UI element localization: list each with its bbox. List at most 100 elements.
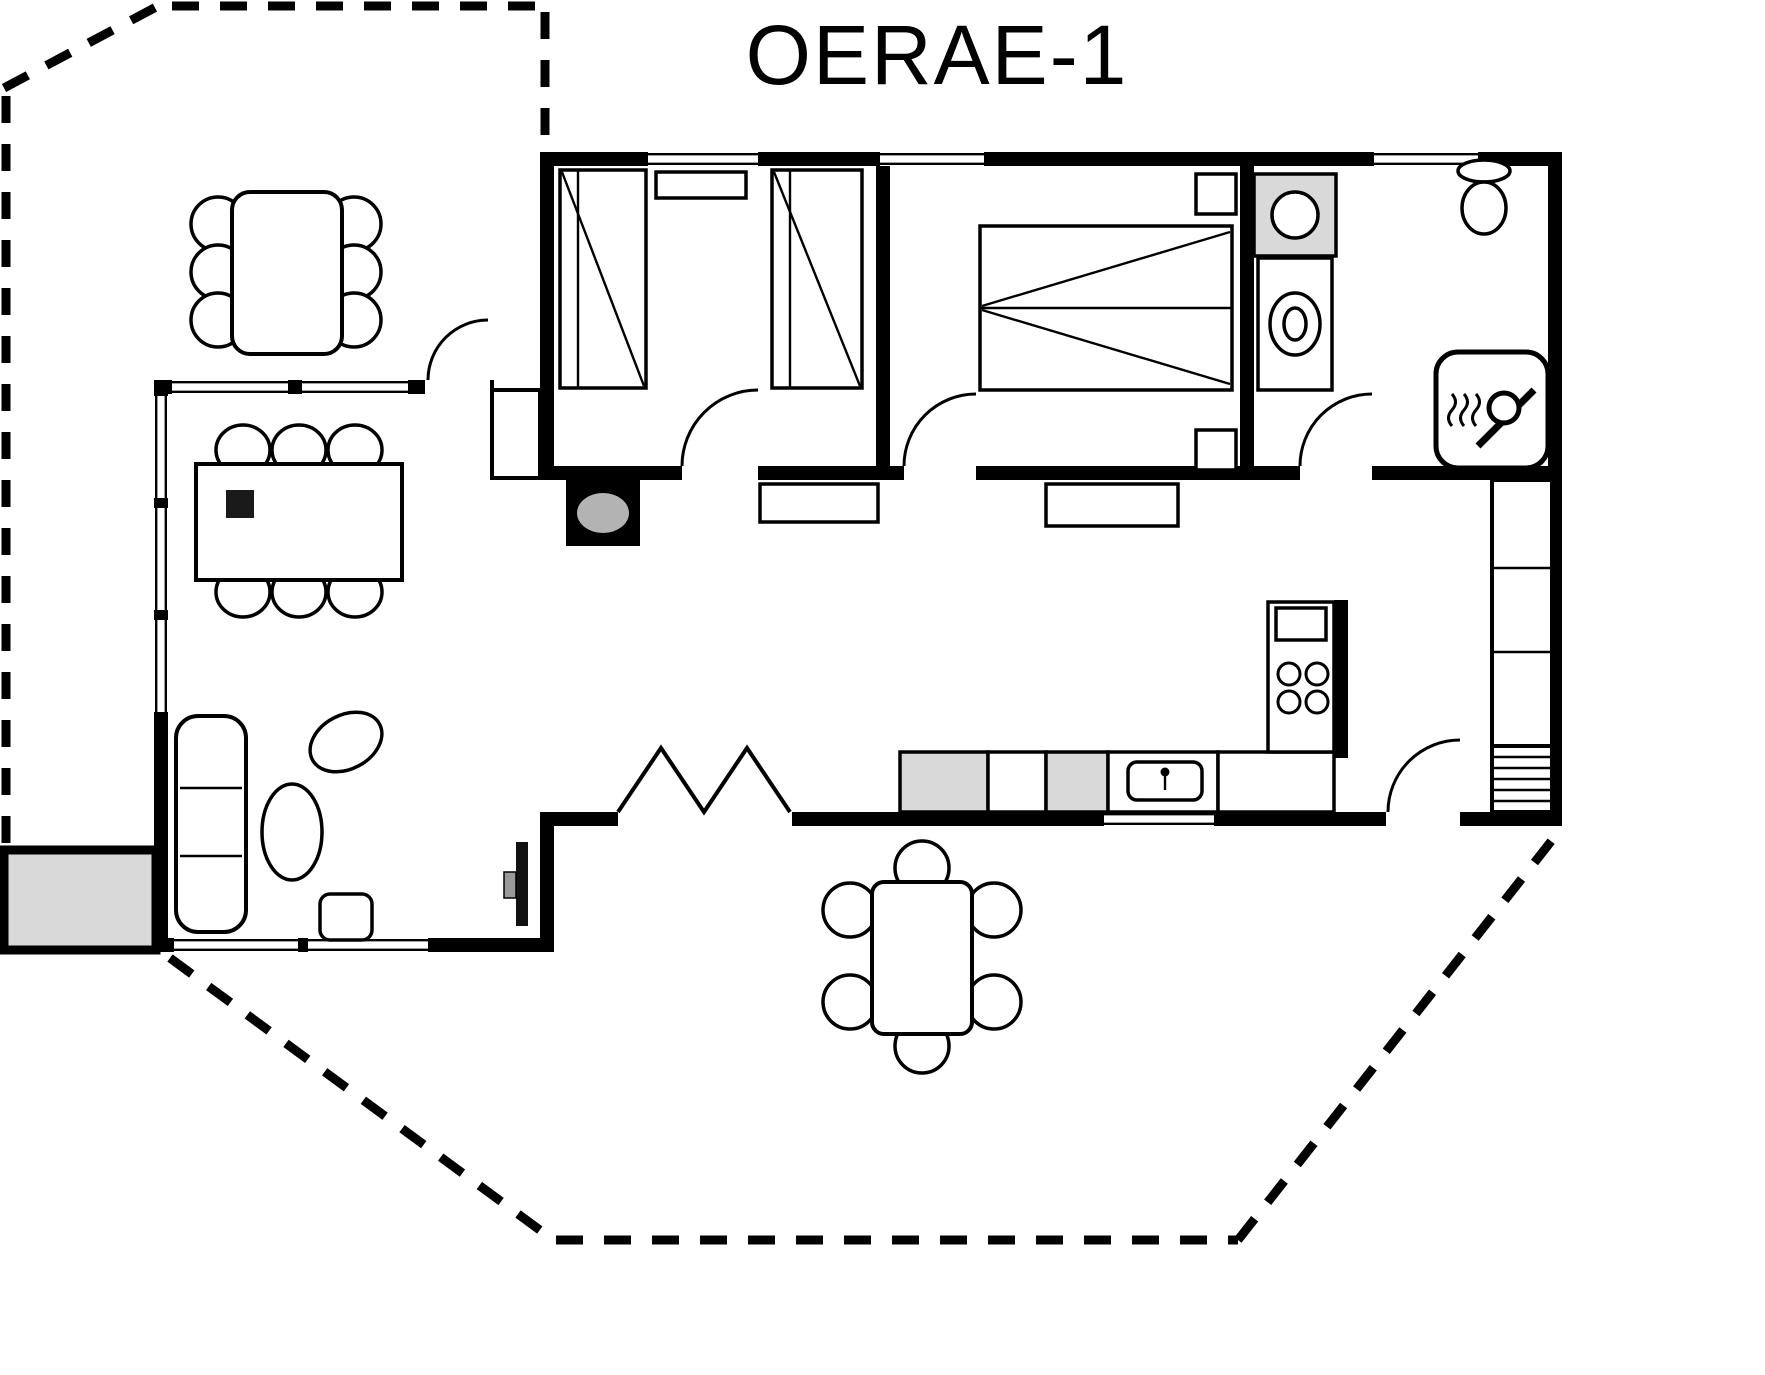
- double-door-icon: [616, 744, 792, 816]
- property-boundary: [1, 1, 1564, 1245]
- oval-coffee-table: [308, 710, 384, 774]
- nightstand: [1194, 172, 1238, 216]
- washing-machine-icon: [1252, 172, 1338, 258]
- window: [154, 396, 168, 498]
- window-gap: [172, 380, 288, 394]
- plan-title: OERAE-1: [746, 8, 1129, 102]
- tall-cabinet-column: [1490, 478, 1554, 814]
- patio-table: [870, 880, 974, 1036]
- side-table: [318, 892, 374, 942]
- window-gap: [1374, 152, 1478, 166]
- counter-unit: [1216, 750, 1336, 814]
- wall-shelf: [654, 170, 748, 200]
- nightstand: [1194, 428, 1238, 472]
- burner-icon: [1304, 689, 1330, 715]
- door-opening: [425, 380, 490, 394]
- bedroom-2-furniture: [978, 172, 1238, 472]
- window-gap: [154, 620, 168, 712]
- steam-squiggle: [1447, 393, 1457, 427]
- bed-fold-line: [981, 308, 1231, 386]
- window-gap: [174, 938, 298, 952]
- burner-icon: [1304, 661, 1330, 687]
- window-gap: [880, 152, 984, 166]
- shower-head: [1486, 390, 1522, 426]
- wall: [1334, 600, 1348, 758]
- wall: [540, 812, 554, 952]
- counter-unit: [986, 750, 1048, 814]
- chair-icon: [821, 973, 879, 1031]
- window: [302, 380, 408, 394]
- wall: [540, 152, 554, 480]
- sofa: [174, 714, 248, 934]
- appliance-unit: [898, 750, 990, 814]
- dining-table: [194, 462, 404, 582]
- bed-fold-line: [772, 171, 862, 387]
- wall: [548, 812, 1562, 826]
- terrace-furniture: [189, 190, 383, 356]
- patio-furniture: [821, 839, 1023, 1075]
- door-opening: [1300, 466, 1372, 480]
- washbasin-bowl: [1460, 180, 1508, 236]
- window-gap: [648, 152, 758, 166]
- doors: [426, 318, 1461, 816]
- window: [1374, 152, 1478, 166]
- door-opening: [618, 812, 792, 826]
- window: [1104, 812, 1214, 826]
- door-swing-arc: [680, 388, 759, 467]
- table-accessory-icon: [226, 490, 254, 518]
- wood-stove-top: [577, 493, 629, 533]
- window-gap: [154, 508, 168, 610]
- door-opening: [904, 466, 976, 480]
- window: [172, 380, 288, 394]
- boundary-line: [1, 2, 161, 92]
- counter-panel: [1274, 606, 1328, 642]
- toilet-bowl-inner: [1282, 306, 1308, 342]
- steam-squiggle: [1471, 393, 1481, 427]
- bedroom-1-furniture: [558, 168, 864, 390]
- tall-cabinet: [1490, 478, 1554, 748]
- door-opening: [682, 466, 758, 480]
- door-swing-arc: [1386, 738, 1461, 813]
- steam-squiggle: [1459, 393, 1469, 427]
- burner-icon: [1276, 661, 1302, 687]
- window: [154, 620, 168, 712]
- hall-bench: [1044, 482, 1180, 528]
- window: [154, 508, 168, 610]
- washing-machine-door: [1270, 190, 1320, 240]
- tv-icon: [516, 842, 528, 926]
- chair-icon: [965, 973, 1023, 1031]
- kitchen: [898, 600, 1336, 814]
- window: [880, 152, 984, 166]
- door-opening: [1386, 812, 1460, 826]
- wall: [1240, 152, 1254, 472]
- window-gap: [154, 396, 168, 498]
- faucet-icon: [1160, 767, 1170, 777]
- boundary-line: [167, 954, 551, 1240]
- living-dining-furniture: [174, 423, 528, 942]
- door-swing-arc: [1298, 392, 1373, 467]
- bathroom-fixtures: [1252, 158, 1551, 471]
- boundary-line: [1234, 827, 1564, 1243]
- appliance-unit: [1044, 750, 1110, 814]
- garden-table: [230, 190, 344, 356]
- window-gap: [1104, 812, 1214, 826]
- bed-fold-line: [981, 230, 1231, 308]
- wall: [876, 152, 890, 480]
- burner-icon: [1276, 689, 1302, 715]
- window: [174, 938, 298, 952]
- windows-and-openings: [154, 152, 1478, 952]
- chair-icon: [965, 881, 1023, 939]
- bed-fold-line: [560, 171, 646, 387]
- window-gap: [302, 380, 408, 394]
- hall-bench: [758, 482, 880, 524]
- oval-coffee-table: [260, 782, 324, 882]
- porch-step: [0, 845, 161, 955]
- washbasin-shelf: [1456, 158, 1512, 184]
- wall: [540, 152, 1562, 166]
- tv-mount: [503, 871, 517, 899]
- hallway-items: [566, 480, 1180, 546]
- closet: [490, 388, 542, 480]
- chair-icon: [821, 881, 879, 939]
